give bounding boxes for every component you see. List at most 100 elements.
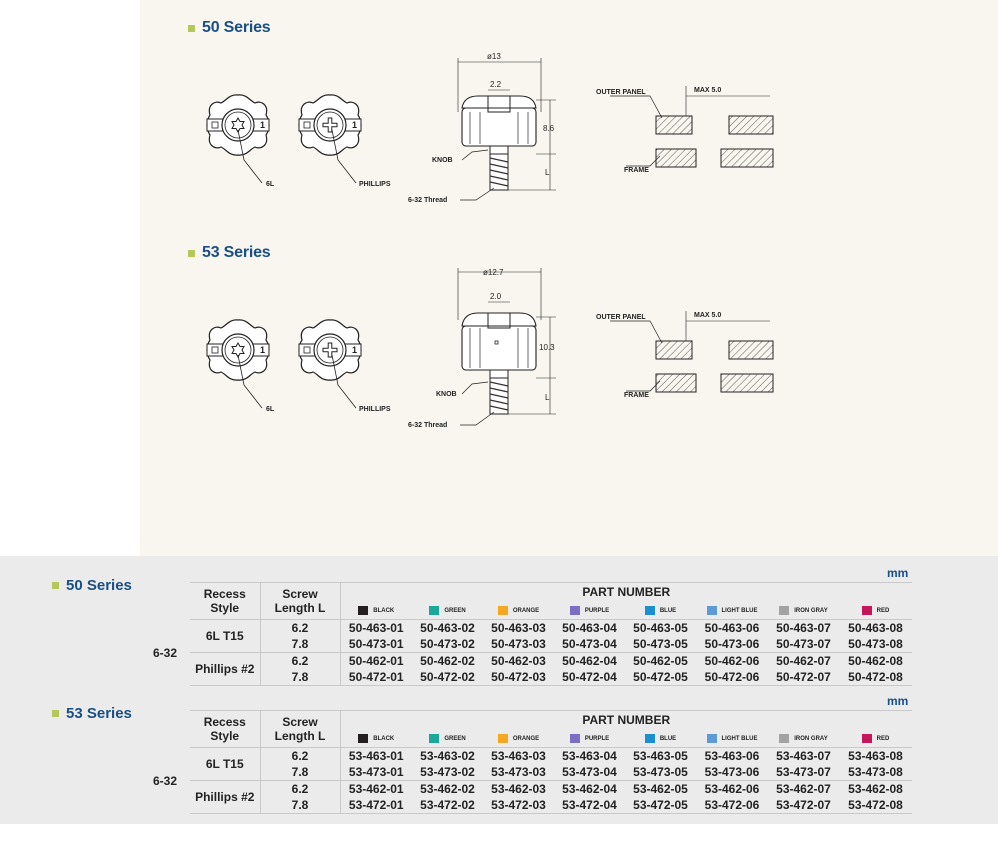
color-green: GREEN	[412, 601, 483, 620]
table-50-unit: mm	[887, 566, 909, 580]
six-lobe-top-view: 1	[206, 319, 270, 381]
label-phillips: PHILLIPS	[359, 406, 391, 413]
color-name: LIGHT BLUE	[721, 607, 758, 614]
table-53: Recess Style Screw Length L PART NUMBER …	[140, 710, 912, 814]
color-orange: ORANGE	[483, 729, 554, 748]
color-name: IRON GRAY	[794, 735, 828, 742]
color-name: LIGHT BLUE	[721, 735, 758, 742]
part-number: 50-463-01	[339, 619, 412, 636]
thread-size: 6-32	[152, 645, 178, 660]
svg-text:1: 1	[260, 120, 265, 130]
side-view: ø13 2.2 8.6 L KNOB 6-32 Thread	[408, 52, 556, 204]
color-name: GREEN	[444, 607, 466, 614]
color-swatch	[779, 605, 790, 615]
color-swatch	[429, 733, 440, 743]
dim-height: 10.3	[539, 343, 555, 352]
part-number: 53-472-07	[768, 797, 839, 814]
color-swatch	[358, 605, 369, 615]
color-swatch	[706, 605, 717, 615]
part-number: 53-462-02	[412, 780, 483, 797]
color-swatch	[569, 733, 580, 743]
dim-diameter: ø13	[487, 52, 501, 61]
table-50-heading-text: 50 Series	[66, 577, 132, 594]
svg-text:1: 1	[352, 120, 357, 130]
part-number: 53-462-08	[839, 780, 912, 797]
color-light-blue: LIGHT BLUE	[696, 729, 768, 748]
heading-bullet	[52, 710, 59, 717]
table-row: 7.8 53-472-01 53-472-02 53-472-03 53-472…	[140, 797, 912, 814]
series-53-drawings: 1 1 6L PHILLIPS ø12.7 2.0	[206, 268, 774, 429]
part-number: 50-472-01	[339, 669, 412, 686]
part-number: 50-473-04	[562, 637, 617, 651]
color-swatch	[706, 733, 717, 743]
part-number: 50-463-07	[768, 619, 839, 636]
color-blue: BLUE	[625, 729, 696, 748]
part-number: 53-463-01	[339, 747, 412, 764]
col-recess-style: Recess Style	[203, 587, 246, 615]
part-number: 50-472-07	[768, 669, 839, 686]
dim-width: 2.2	[490, 80, 502, 89]
label-max: MAX 5.0	[694, 312, 721, 319]
color-name: RED	[876, 735, 890, 742]
label-frame: FRAME	[624, 167, 649, 174]
part-number: 53-473-01	[339, 764, 412, 781]
color-swatch	[644, 605, 655, 615]
color-green: GREEN	[412, 729, 483, 748]
label-outer-panel: OUTER PANEL	[596, 89, 646, 96]
part-number: 53-463-04	[554, 747, 625, 764]
part-number: 53-463-03	[483, 747, 554, 764]
part-number: 50-462-04	[554, 652, 625, 669]
color-purple: PURPLE	[554, 601, 625, 620]
part-number: 53-473-05	[633, 765, 688, 779]
panel-frame-detail: MAX 5.0 OUTER PANEL FRAME	[596, 311, 774, 399]
part-number: 50-473-06	[704, 637, 760, 651]
part-number: 53-462-03	[483, 780, 554, 797]
screw-length: 7.8	[259, 764, 340, 781]
part-number: 50-462-05	[625, 652, 696, 669]
label-knob: KNOB	[432, 157, 453, 164]
color-name: RED	[876, 607, 890, 614]
series-50-drawings: 1 1 6L PHILLIPS ø13 2.2	[206, 52, 774, 204]
series-50-heading-text: 50 Series	[202, 19, 271, 36]
part-number: 53-472-02	[412, 797, 483, 814]
table-row: 6-32 6L T15 6.2 53-463-01 53-463-02 53-4…	[140, 747, 912, 788]
color-swatch	[861, 605, 872, 615]
color-swatch	[644, 733, 655, 743]
color-red: RED	[839, 601, 912, 620]
part-number: 50-463-03	[483, 619, 554, 636]
color-light-blue: LIGHT BLUE	[696, 601, 768, 620]
part-number: 50-472-03	[483, 669, 554, 686]
part-number: 50-472-08	[839, 669, 912, 686]
table-row: Phillips #2 6.2 53-462-01 53-462-02 53-4…	[140, 780, 912, 814]
series-50-heading: 50 Series	[188, 19, 271, 37]
svg-text:1: 1	[352, 345, 357, 355]
part-number: 53-462-04	[554, 780, 625, 797]
col-recess-style: Recess Style	[203, 715, 246, 743]
color-header-row: BLACK GREEN ORANGE PURPLE BLUE LIGHT BLU…	[140, 729, 912, 748]
dim-width: 2.0	[490, 292, 502, 301]
table-53-unit: mm	[887, 694, 909, 708]
color-orange: ORANGE	[483, 601, 554, 620]
dim-height: 8.6	[543, 124, 555, 133]
part-number: 50-463-06	[696, 619, 768, 636]
part-number: 50-462-01	[339, 652, 412, 669]
part-number: 53-462-01	[339, 780, 412, 797]
color-swatch	[429, 605, 440, 615]
part-number: 53-472-04	[554, 797, 625, 814]
part-number: 50-462-03	[483, 652, 554, 669]
panel-frame-detail: MAX 5.0 OUTER PANEL FRAME	[596, 86, 774, 174]
col-part-number: PART NUMBER	[339, 582, 912, 601]
screw-length: 6.2	[259, 619, 340, 636]
part-number: 53-473-07	[776, 765, 831, 779]
table-row: Phillips #2 6.2 50-462-01 50-462-02 50-4…	[140, 652, 912, 686]
part-number: 53-462-05	[625, 780, 696, 797]
label-thread: 6-32 Thread	[408, 197, 447, 204]
color-blue: BLUE	[625, 601, 696, 620]
label-thread: 6-32 Thread	[408, 422, 447, 429]
drawing-panel	[140, 0, 998, 556]
thread-size: 6-32	[152, 773, 178, 788]
table-50: Recess Style Screw Length L PART NUMBER …	[140, 582, 912, 686]
part-number: 50-473-01	[339, 636, 412, 653]
part-number: 53-473-04	[562, 765, 617, 779]
color-iron-gray: IRON GRAY	[768, 601, 839, 620]
